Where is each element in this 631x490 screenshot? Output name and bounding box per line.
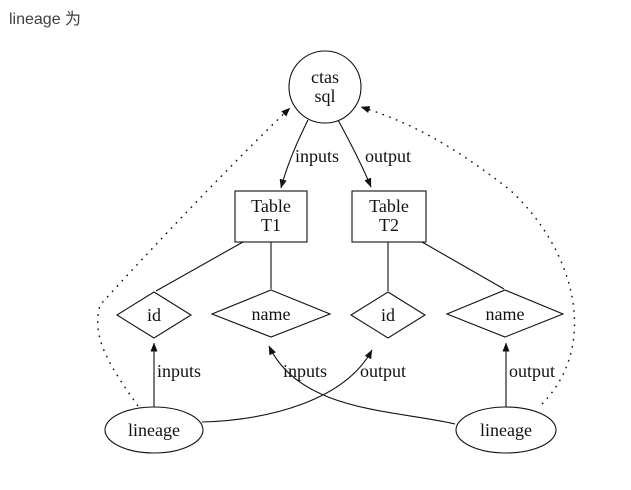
table-t1-box [234, 190, 308, 243]
edge-t1-to-id [155, 241, 244, 292]
edge-label-lineage-right-to-t2-name: output [509, 361, 555, 381]
ctas-sql-label-line1: ctas [311, 67, 339, 87]
node-t1-name: name [210, 289, 332, 338]
lineage-right-ellipse [455, 406, 557, 454]
node-table-t1: Table T1 [234, 190, 308, 243]
lineage-left-ellipse [104, 406, 204, 454]
node-t2-name: name [445, 289, 565, 338]
node-lineage-right: lineage [455, 406, 557, 454]
table-t1-label-line1: Table [251, 196, 291, 216]
t2-name-diamond [445, 289, 565, 338]
edge-label-lineage-left-to-t1-id: inputs [157, 361, 201, 381]
node-t1-id: id [115, 291, 193, 339]
table-t2-box [351, 190, 427, 243]
lineage-right-label: lineage [480, 420, 532, 440]
node-table-t2: Table T2 [351, 190, 427, 243]
t1-id-diamond [115, 291, 193, 339]
node-lineage-left: lineage [104, 406, 204, 454]
t1-name-diamond [210, 289, 332, 338]
t2-name-label: name [486, 304, 525, 324]
edge-lineage-left-to-t2-id [201, 349, 373, 423]
edge-label-ctas-to-t1: inputs [295, 146, 339, 166]
caption: lineage 为 [9, 11, 82, 28]
edge-t2-to-name [421, 241, 505, 290]
edge-ctas-to-table-t1 [279, 119, 309, 189]
ctas-sql-circle [288, 50, 362, 124]
lineage-left-label: lineage [128, 420, 180, 440]
edge-label-lineage-right-to-t1-name: inputs [283, 361, 327, 381]
edge-label-ctas-to-t2: output [365, 146, 411, 166]
table-t1-label-line2: T1 [261, 215, 281, 235]
table-t2-label-line1: Table [369, 196, 409, 216]
table-t2-label-line2: T2 [379, 215, 399, 235]
ctas-sql-label-line2: sql [314, 86, 335, 106]
t1-id-label: id [147, 305, 161, 325]
edge-lineage-right-to-t1-name [268, 345, 456, 425]
node-t2-id: id [349, 291, 427, 339]
t1-name-label: name [252, 304, 291, 324]
edge-label-lineage-left-to-t2-id: output [360, 361, 406, 381]
t2-id-label: id [381, 305, 395, 325]
t2-id-diamond [349, 291, 427, 339]
edge-lineage-right-to-ctas-dotted [360, 106, 576, 405]
node-ctas-sql: ctas sql [288, 50, 362, 124]
edge-ctas-to-table-t2 [337, 119, 372, 188]
